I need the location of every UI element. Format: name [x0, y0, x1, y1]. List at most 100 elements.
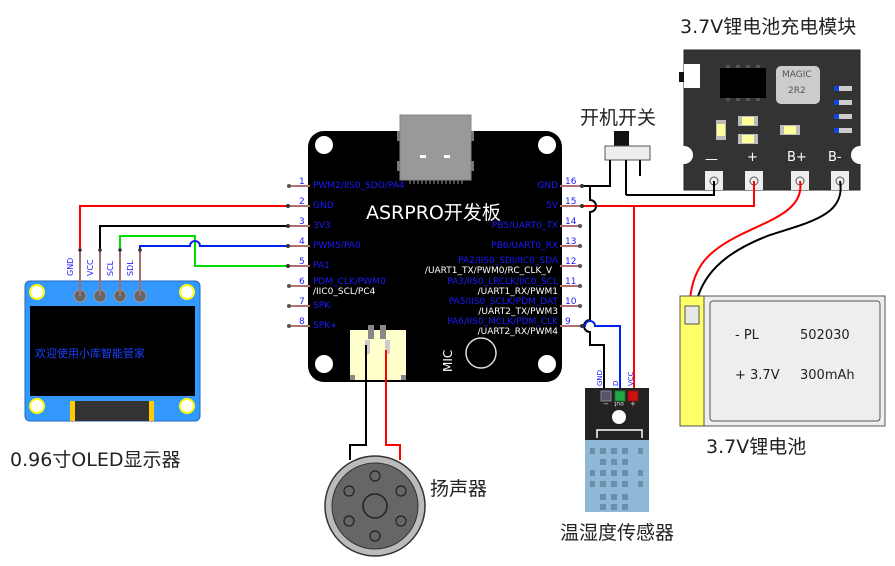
- inductor-chip: [776, 66, 820, 104]
- sensor-pin-label: D: [612, 380, 620, 386]
- pin-number: 9: [565, 317, 571, 327]
- charger-pcb: [683, 49, 861, 191]
- pin-label: PA1: [313, 261, 330, 271]
- battery: [679, 295, 886, 427]
- battery-text: + 3.7V: [735, 368, 780, 383]
- oled-pin-label: SCL: [106, 260, 115, 276]
- pin-label: PB5/UART0_TX: [491, 221, 558, 231]
- pin-number: 1: [299, 177, 305, 187]
- wire-battery-plus: [689, 180, 802, 310]
- pin-number: 15: [565, 197, 577, 207]
- pin-sublabel: /UART1_RX/PWM1: [477, 287, 558, 297]
- wire-battery-minus: [695, 180, 842, 311]
- pin-number: 8: [299, 317, 305, 327]
- pin-label: GND: [313, 201, 334, 211]
- chip-label: 2R2: [788, 86, 806, 96]
- pin-number: 13: [565, 237, 577, 247]
- mount-hole: [315, 355, 333, 373]
- speaker-caption: 扬声器: [430, 478, 488, 500]
- sensor-pin-label: VCC: [627, 371, 635, 386]
- battery-text: 300mAh: [800, 368, 855, 383]
- sensor-mark: −: [603, 400, 609, 408]
- oled-screen-text: 欢迎使用小库智能管家: [35, 347, 145, 360]
- wire-speaker-plus: [385, 350, 401, 460]
- pin-label: 3V3: [313, 221, 331, 231]
- pin-label: GND: [537, 181, 558, 191]
- wire-data-sensor: [582, 320, 621, 390]
- charger-module: [675, 49, 869, 191]
- pin-label: PA6/IIS0_MCLK/PDM_CLK: [447, 317, 558, 327]
- pin-label: PA2/IIS0_SDI/IIC0_SDA: [458, 256, 558, 266]
- pin-label: SPK+: [313, 321, 338, 331]
- terminal-label-plus: +: [747, 150, 758, 165]
- battery-text: - PL: [735, 328, 759, 343]
- wire-gnd-sensor: [583, 186, 605, 390]
- sensor-pin-label: GND: [596, 369, 604, 386]
- pin-number: 6: [299, 277, 305, 287]
- speaker-connector: [350, 325, 406, 380]
- temp-humidity-sensor: [585, 388, 649, 512]
- terminal-label-bminus: B-: [828, 150, 842, 165]
- pin-label: SPK-: [313, 301, 333, 311]
- speaker: [324, 455, 426, 557]
- oled-pin-label: GND: [66, 257, 75, 276]
- pin-label: PA5/IIS0_SCLK/PDM_DAT: [448, 297, 558, 307]
- sensor-mark: +: [630, 400, 636, 408]
- mount-hole: [315, 136, 333, 154]
- oled-caption: 0.96寸OLED显示器: [10, 449, 181, 471]
- sensor-caption: 温湿度传感器: [560, 522, 675, 544]
- wire-speaker-minus: [349, 345, 367, 460]
- wire-5v-charger: [582, 181, 755, 207]
- oled-screen: [30, 306, 195, 396]
- pin-label: PA3/IIS0_LRCLK/IIC0_SCL: [447, 277, 558, 287]
- pin-label: 5V: [546, 201, 558, 211]
- pin-label: PB6/UART0_RX: [491, 241, 558, 251]
- terminal-label-minus: —: [705, 152, 718, 167]
- pin-number: 5: [299, 257, 305, 267]
- pin-dots: [287, 184, 582, 328]
- switch-caption: 开机开关: [580, 107, 657, 129]
- power-switch: [604, 131, 651, 195]
- pin-sublabel: /UART2_RX/PWM4: [477, 327, 558, 337]
- oled-pin-label: VCC: [86, 259, 95, 276]
- oled-pin-label: SDL: [126, 260, 135, 276]
- wire-oled-gnd: [79, 205, 288, 250]
- pin-number: 14: [565, 217, 577, 227]
- pin-number: 2: [299, 197, 305, 207]
- left-pin-stubs: [288, 185, 310, 327]
- pin-label: PDM_CLK/PWM0: [313, 277, 386, 287]
- charger-caption: 3.7V锂电池充电模块: [680, 16, 857, 38]
- pin-label: PWM2/IIS0_SDO/PA4: [313, 181, 405, 191]
- usb-c-connector: [397, 114, 474, 184]
- pin-number: 4: [299, 237, 305, 247]
- wire-oled-vcc: [99, 225, 288, 250]
- pin-label: PWM5/PA0: [313, 241, 361, 251]
- pin-sublabel: /UART2_TX/PWM3: [478, 307, 558, 317]
- chip-label: MAGIC: [782, 70, 812, 80]
- wire-oled-scl: [119, 235, 288, 267]
- pin-number: 12: [565, 257, 577, 267]
- battery-caption: 3.7V锂电池: [706, 436, 807, 458]
- asrpro-board: [308, 114, 562, 382]
- charger-terminals: [705, 171, 849, 190]
- wire-oled-sdl: [139, 240, 288, 250]
- pin-sublabel: /UART1_TX/PWM0/RC_CLK_V: [424, 266, 552, 276]
- mic-circle: [465, 337, 497, 369]
- pin-number: 3: [299, 217, 305, 227]
- pin-number: 16: [565, 177, 577, 187]
- pin-number: 7: [299, 297, 305, 307]
- pin-number: 10: [565, 297, 577, 307]
- sensor-mark: out: [614, 400, 624, 407]
- mount-hole: [538, 355, 556, 373]
- pin-sublabel: /IIC0_SCL/PC4: [313, 287, 376, 297]
- board-pcb: [308, 131, 562, 382]
- terminal-label-bplus: B+: [787, 150, 807, 165]
- battery-text: 502030: [800, 328, 850, 343]
- pin-number: 11: [565, 277, 577, 287]
- board-title: ASRPRO开发板: [366, 202, 501, 224]
- oled-module: [24, 280, 201, 422]
- mic-label: MIC: [441, 349, 455, 372]
- mount-hole: [538, 136, 556, 154]
